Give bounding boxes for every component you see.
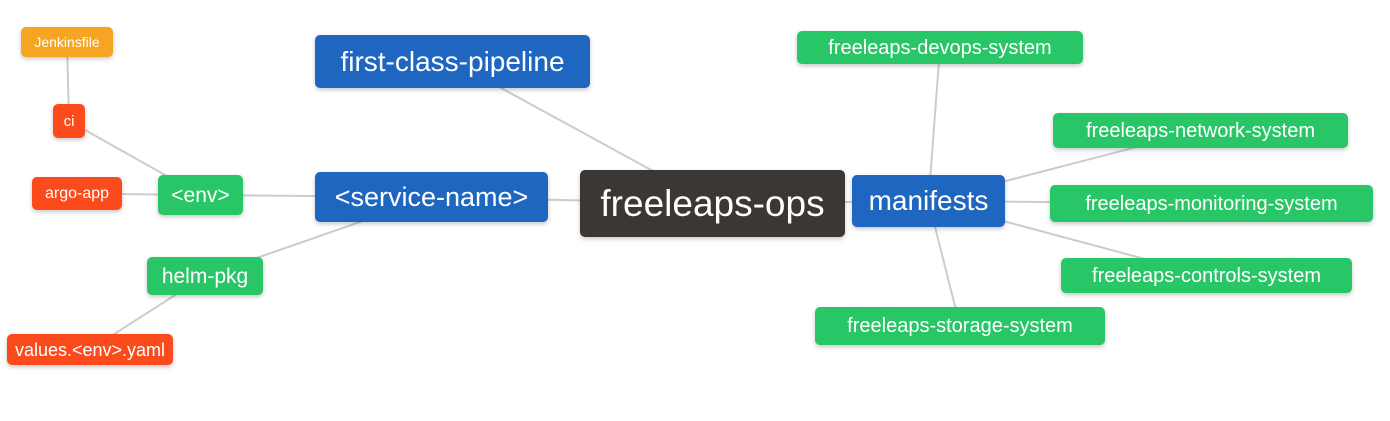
node-freeleaps-storage-system[interactable]: freeleaps-storage-system bbox=[815, 307, 1105, 345]
node-freeleaps-controls-system[interactable]: freeleaps-controls-system bbox=[1061, 258, 1352, 293]
node-first-class-pipeline[interactable]: first-class-pipeline bbox=[315, 35, 590, 88]
node-freeleaps-ops[interactable]: freeleaps-ops bbox=[580, 170, 845, 237]
node-env[interactable]: <env> bbox=[158, 175, 243, 215]
node-manifests[interactable]: manifests bbox=[852, 175, 1005, 227]
node-values-env-yaml[interactable]: values.<env>.yaml bbox=[7, 334, 173, 365]
node-helm-pkg[interactable]: helm-pkg bbox=[147, 257, 263, 295]
node-service-name[interactable]: <service-name> bbox=[315, 172, 548, 222]
node-freeleaps-network-system[interactable]: freeleaps-network-system bbox=[1053, 113, 1348, 148]
node-argo-app[interactable]: argo-app bbox=[32, 177, 122, 210]
node-freeleaps-monitoring-system[interactable]: freeleaps-monitoring-system bbox=[1050, 185, 1373, 222]
node-ci[interactable]: ci bbox=[53, 104, 85, 138]
node-freeleaps-devops-system[interactable]: freeleaps-devops-system bbox=[797, 31, 1083, 64]
node-jenkinsfile[interactable]: Jenkinsfile bbox=[21, 27, 113, 57]
